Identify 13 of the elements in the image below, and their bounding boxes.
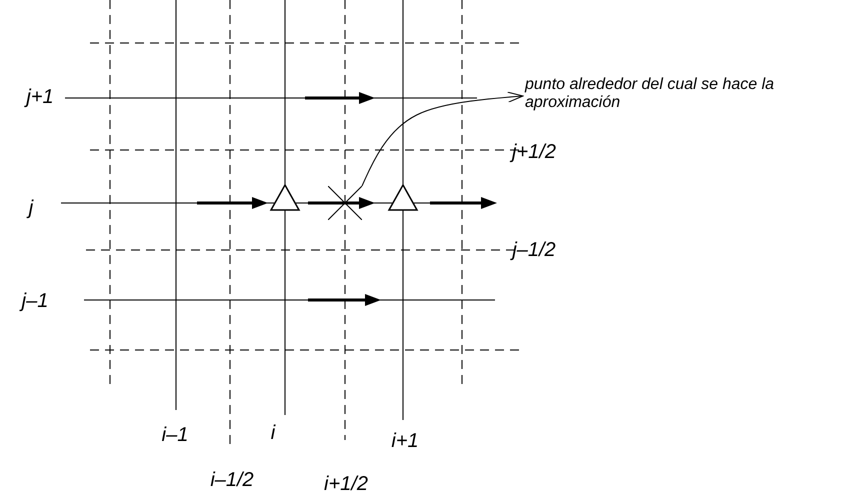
grid-index-label: i–1 [162, 425, 188, 445]
grid-index-label: j–1 [22, 291, 48, 311]
grid-index-label: i–1/2 [210, 470, 254, 490]
grid-index-label: i+1/2 [324, 474, 368, 494]
leader-line [362, 92, 524, 186]
grid-index-label: j [28, 198, 34, 218]
grid-index-label: j+1 [26, 87, 54, 107]
annotation-text: punto alrededor del cual se hace la aproximación [525, 76, 837, 112]
grid-index-label: j+1/2 [512, 142, 556, 162]
grid-index-label: j–1/2 [512, 240, 556, 260]
grid-index-label: i+1 [391, 431, 419, 451]
grid-index-label: i [270, 423, 276, 443]
cross-mark [328, 186, 362, 220]
